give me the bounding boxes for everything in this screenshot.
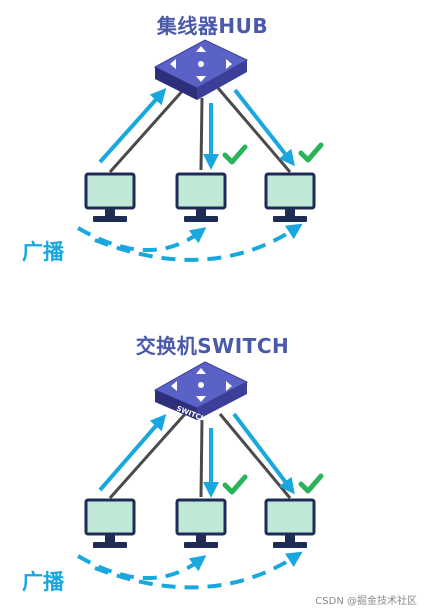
- check-icon: [225, 147, 245, 162]
- monitor-icon: [175, 172, 227, 224]
- broadcast-arrow: [94, 223, 303, 262]
- hub-title: 集线器HUB: [156, 14, 269, 38]
- check-icon: [301, 145, 321, 160]
- switch-icon: SWITCH: [153, 361, 249, 424]
- downlink-arrow: [233, 88, 295, 167]
- hub-icon: [153, 39, 249, 100]
- broadcast-arrow: [76, 554, 207, 580]
- switch-broadcast-label: 广播: [22, 570, 64, 594]
- broadcast-arrow: [76, 226, 207, 252]
- monitor-icon: [84, 172, 136, 224]
- monitor-icon: [84, 498, 136, 550]
- hub-broadcast-label: 广播: [22, 240, 64, 264]
- watermark: CSDN @掘金技术社区: [315, 596, 417, 607]
- broadcast-arrow: [94, 551, 303, 590]
- downlink-arrow: [232, 412, 295, 495]
- monitor-icon: [264, 172, 316, 224]
- hub-section: [76, 39, 321, 262]
- monitor-icon: [264, 498, 316, 550]
- check-icon: [225, 477, 245, 492]
- check-icon: [301, 476, 321, 491]
- switch-section: SWITCH: [76, 361, 321, 590]
- monitor-icon: [175, 498, 227, 550]
- uplink-arrow: [98, 413, 167, 492]
- switch-title: 交换机SWITCH: [135, 334, 290, 358]
- uplink-arrow: [98, 88, 167, 164]
